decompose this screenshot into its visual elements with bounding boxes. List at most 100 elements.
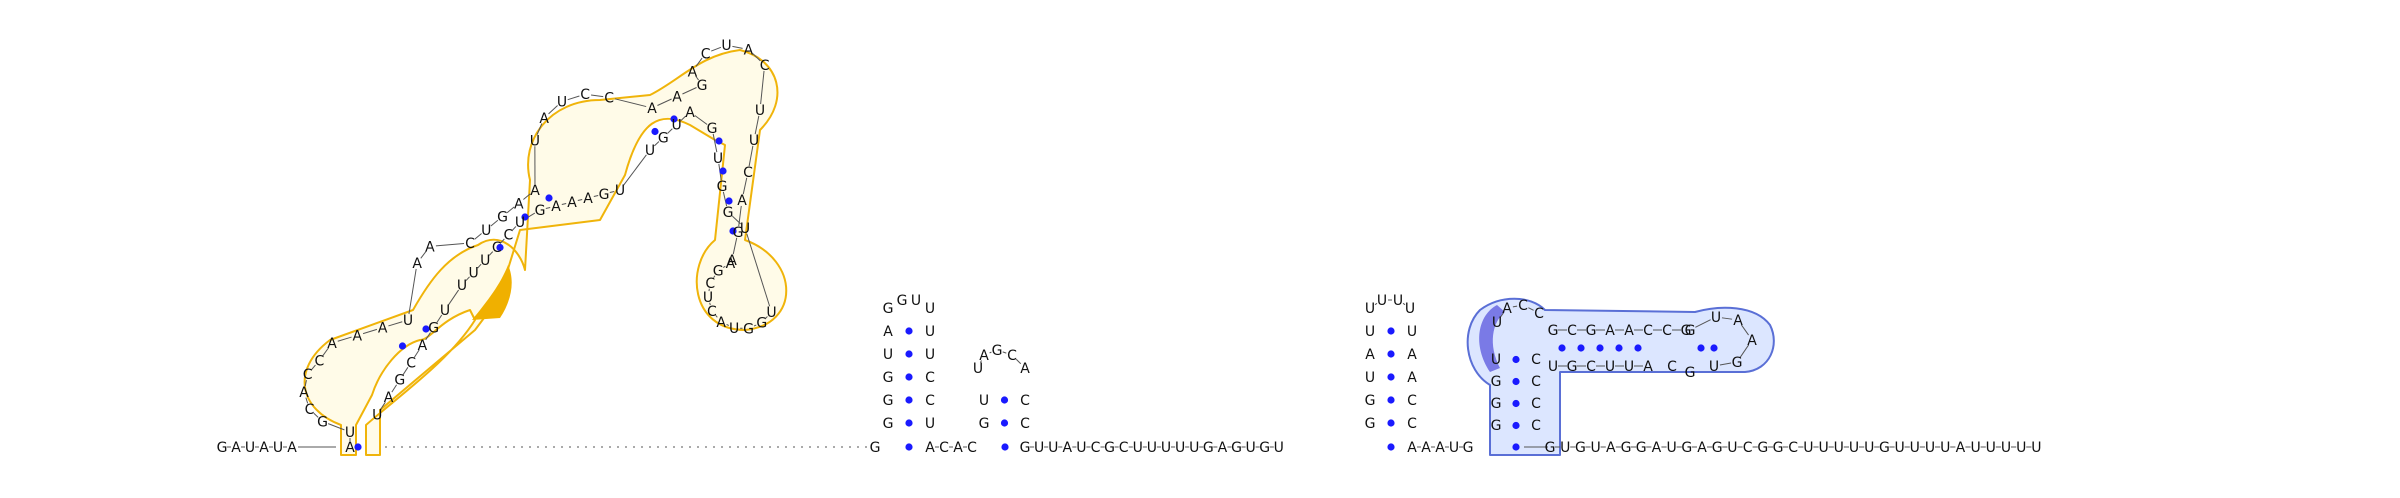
backbone-segment	[477, 263, 482, 269]
base-pair-dot	[1710, 344, 1718, 352]
backbone-segment	[746, 233, 771, 307]
domain-a-3p-base: U	[468, 265, 478, 281]
backbone-segment	[695, 75, 699, 81]
domain-a-5p-base: C	[314, 354, 324, 370]
domain-a-3p-base: C	[707, 304, 717, 320]
right-tail-base: G	[1621, 440, 1632, 456]
backbone-segment	[715, 315, 718, 318]
domain-a-5p-base: C	[604, 90, 614, 106]
backbone-segment	[1719, 362, 1732, 366]
base-pair-dot	[1596, 344, 1604, 352]
stem-1-right-base: C	[925, 393, 935, 409]
domain-a-5p-base: C	[580, 87, 590, 103]
domain-a-5p-base: U	[755, 103, 765, 119]
backbone-segment	[732, 215, 741, 225]
domain-a-3p-base: G	[713, 264, 724, 280]
domain-a-5p-base: U	[749, 133, 759, 149]
domain-b-upper-base: C	[1567, 323, 1577, 339]
domain-b-highlight	[1479, 305, 1505, 372]
middle-run-base: U	[1161, 440, 1171, 456]
base-pair-dot	[1512, 443, 1520, 451]
base-pair-dots	[354, 115, 1718, 451]
right-tail-base: U	[1940, 440, 1950, 456]
backbone-segment	[680, 115, 686, 121]
stem-2-left-base: U	[979, 393, 989, 409]
backbone-segment	[980, 360, 982, 363]
stem-1-right-base: U	[925, 347, 935, 363]
backbone-segment	[536, 123, 543, 135]
right-tail-base: U	[1925, 440, 1935, 456]
domain-b-upper-base: G	[1586, 323, 1597, 339]
backbone-segment	[753, 324, 757, 327]
stem-3-base: A	[1407, 440, 1417, 456]
domain-b-loop-base: C	[1534, 306, 1544, 322]
backbone-segment	[1374, 302, 1378, 306]
domain-b-loop-base: U	[1711, 310, 1721, 326]
backbone-segment	[435, 242, 465, 247]
domain-a-3p-base: U	[372, 408, 382, 424]
stem-3-right-base: A	[1407, 347, 1417, 363]
domain-b-upper-base: C	[1643, 323, 1653, 339]
base-pair-dot	[398, 342, 407, 350]
backbone-segment	[322, 347, 329, 356]
middle-run-base: U	[1076, 440, 1086, 456]
backbone-segment	[754, 115, 760, 135]
stem-3-right-base: U	[1407, 324, 1417, 340]
middle-run-base: A	[1063, 440, 1073, 456]
left-tail-base: A	[231, 440, 241, 456]
base-pair-dot	[496, 243, 504, 252]
backbone-segment	[591, 94, 604, 98]
domain-b-loop-base: U	[1492, 315, 1502, 331]
right-tail-base: G	[1636, 440, 1647, 456]
right-tail-base: U	[1910, 440, 1920, 456]
domain-a-3p-base: C	[504, 228, 514, 244]
domain-b-stem-left-base: G	[1491, 374, 1502, 390]
backbone-segment	[561, 202, 567, 206]
domain-b-loop-base: A	[1502, 301, 1512, 317]
backbone-segment	[313, 412, 319, 418]
stem-2-loop-base: A	[979, 348, 989, 364]
right-tail-base: U	[1818, 440, 1828, 456]
base-pair-dot	[1001, 443, 1009, 451]
right-tail-base: U	[1970, 440, 1980, 456]
backbone-segment	[362, 328, 378, 335]
domain-a-3p-base: A	[583, 191, 593, 207]
backbone-segment	[989, 351, 992, 354]
backbone-segment	[713, 275, 716, 279]
base-pair-dot	[905, 327, 913, 335]
domain-a-5p-base: A	[672, 90, 682, 106]
backbone-segment	[474, 233, 482, 240]
domain-b-upper-base: A	[1624, 323, 1634, 339]
backbone-segment	[748, 145, 754, 167]
stem-2-left-base: G	[979, 416, 990, 432]
domain-b-upper-base: G	[1548, 323, 1559, 339]
domain-b-lower-base: G	[1685, 365, 1696, 381]
base-pair-dot	[1512, 377, 1520, 386]
domain-b-lower-base: U	[1548, 359, 1558, 375]
backbone-segment	[506, 206, 515, 214]
stem-3-base: A	[1435, 440, 1445, 456]
base-pair-dot	[1000, 419, 1009, 427]
base-pair-dot	[1387, 419, 1395, 427]
domain-a-5p-base: U	[403, 313, 413, 329]
backbone-lines	[227, 45, 2032, 448]
domain-a-3p-base: A	[384, 390, 394, 406]
domain-a-3p-base: U	[457, 278, 467, 294]
stem-3-base: U	[1449, 440, 1459, 456]
backbone-segment	[1402, 302, 1406, 306]
stem-3-loop-base: U	[1377, 293, 1387, 309]
middle-run-base: C	[1091, 440, 1101, 456]
base-pair-dot	[521, 213, 529, 221]
backbone-segment	[760, 70, 765, 105]
right-tail-base: G	[1575, 440, 1586, 456]
right-tail-base: U	[1560, 440, 1570, 456]
domain-b-stem-left-base: G	[1491, 396, 1502, 412]
base-pair-dot	[715, 137, 723, 145]
middle-run-base: U	[1048, 440, 1058, 456]
domain-b-loop-base: C	[1518, 298, 1528, 314]
domain-a-3p-base: G	[723, 205, 734, 221]
domain-b-lower-base: G	[1567, 359, 1578, 375]
middle-run-base: U	[1175, 440, 1185, 456]
stem-3-left-base: G	[1365, 393, 1376, 409]
base-pair-dot	[1512, 355, 1520, 364]
